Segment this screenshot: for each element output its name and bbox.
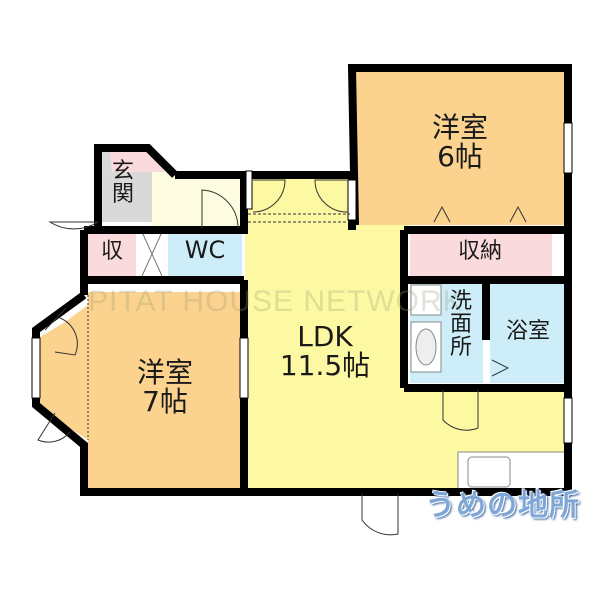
entrance-label: 玄関 <box>111 159 134 208</box>
room-size: 7帖 <box>142 385 188 419</box>
western-room-7-label: 洋室 7帖 <box>110 358 220 417</box>
storage-small-fill <box>88 232 136 276</box>
watermark: PITAT HOUSE NETWORK <box>88 285 464 318</box>
storage-small-label: 収 <box>100 239 123 264</box>
ldk-label: LDK 11.5帖 <box>255 322 395 381</box>
bathroom-label: 浴室 <box>505 319 550 344</box>
room-size: 6帖 <box>437 140 483 174</box>
room-name: 洋室 <box>136 356 193 389</box>
room-name: LDK <box>297 320 353 353</box>
wc-fill <box>168 232 242 276</box>
sink <box>467 456 511 488</box>
room-size: 11.5帖 <box>279 349 371 383</box>
western-room-6-fill <box>355 68 565 225</box>
wc-label: WC <box>184 236 226 264</box>
ldk-fill-upper <box>245 175 353 230</box>
closet-label: 収納 <box>457 239 502 264</box>
closet-fill <box>410 232 552 276</box>
bathroom-fill <box>490 283 565 383</box>
western-room-7-fill <box>35 292 240 490</box>
ldk-fill-main <box>245 225 408 490</box>
washing-machine <box>410 284 442 316</box>
western-room-6-label: 洋室 6帖 <box>405 113 515 172</box>
room-name: 洋室 <box>431 111 488 144</box>
washroom-label: 洗面所 <box>449 289 472 361</box>
company-logo: うめの地所 <box>425 488 580 523</box>
